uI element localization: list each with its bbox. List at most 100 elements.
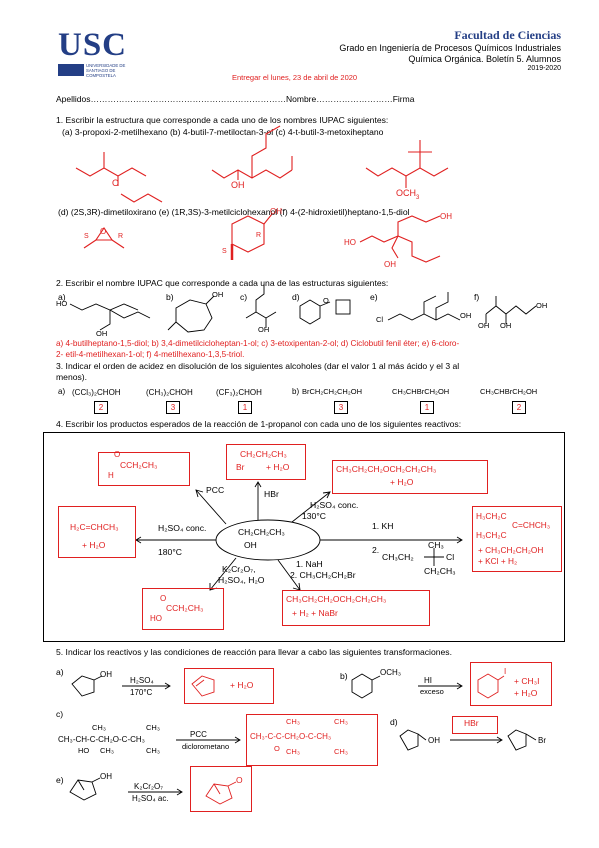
q5a-label: a) xyxy=(56,667,64,677)
q3a-item-3: (CF₃)₂CHOH xyxy=(216,388,262,397)
arrow-kh-head xyxy=(456,536,463,544)
struct-d-me2 xyxy=(111,239,125,249)
q3a-answer-1[interactable]: 2 xyxy=(94,401,108,414)
temp-130: 130°C xyxy=(302,511,326,521)
q5c-right-ch3-bot: CH₃ xyxy=(286,747,300,756)
struct-e-s: S xyxy=(222,248,227,255)
q5d-arrow-head xyxy=(496,736,503,744)
reagent-h2so4-130: H₂SO₄ conc. xyxy=(310,500,359,510)
struct-b-butyl xyxy=(251,125,281,178)
q5c-right-o: O xyxy=(274,744,280,753)
q2b-oh xyxy=(205,295,215,305)
q3a-answer-2[interactable]: 3 xyxy=(166,401,180,414)
product-elim-d: + CH₃CH₂CH₂OH xyxy=(478,545,544,555)
q5b-excess: exceso xyxy=(420,687,444,696)
struct-f-oh1: OH xyxy=(440,212,452,221)
tcl-left: CH₃CH₂ xyxy=(382,552,414,562)
product-alkene-box xyxy=(58,506,136,558)
q2f-oh2-label: OH xyxy=(500,321,512,330)
q2-label-e: e) xyxy=(370,292,378,302)
q3b-item-1: BrCH₂CH₂CH₂OH xyxy=(302,387,362,396)
q5c-right-ch3-top: CH₃ xyxy=(286,717,300,726)
center-reagent-oh: OH xyxy=(244,540,257,550)
q5a-double xyxy=(195,679,205,687)
q5e-product-o: O xyxy=(236,775,243,785)
q4-frame xyxy=(43,432,565,642)
q5c-reagent: PCC xyxy=(190,730,207,739)
logo-bar xyxy=(58,64,84,76)
q2-title: 2. Escribir el nombre IUPAC que correspo… xyxy=(56,278,389,288)
q5d-reagent: HBr xyxy=(464,718,479,728)
product-alkene-h2o: + H₂O xyxy=(82,540,106,550)
q3b-answer-3[interactable]: 2 xyxy=(512,401,526,414)
product-alkene: H₂C=CHCH₃ xyxy=(70,522,119,532)
q2e-ethyl xyxy=(435,292,449,320)
q3b-answer-2[interactable]: 1 xyxy=(420,401,434,414)
product-bromide-box xyxy=(226,444,306,480)
q5a-temp: 170°C xyxy=(130,688,153,697)
course-name: Química Orgánica. Boletín 5. Alumnos xyxy=(408,54,561,64)
deadline: Entregar el lunes, 23 de abril de 2020 xyxy=(232,73,358,82)
reagent-h2so4-h2o: H₂SO₄, H₂O xyxy=(218,575,265,585)
reagent-2: 2. xyxy=(372,545,380,555)
product-acid-ho: HO xyxy=(150,614,162,623)
faculty-title: Facultad de Ciencias xyxy=(454,28,561,42)
temp-180: 180°C xyxy=(158,547,182,557)
struct-c-och3: OCH3 xyxy=(396,188,420,201)
struct-d-me1 xyxy=(83,239,97,249)
q5b-product-2: + H₂O xyxy=(514,688,538,698)
arrow-pcc-head xyxy=(195,489,204,498)
product-ether-box xyxy=(332,460,488,494)
q2-answer-2: 2- etil-4-metilhexan-1-ol; f) 4-metilhex… xyxy=(56,350,245,359)
q5b-reagent: HI xyxy=(424,676,432,685)
q5b-answer-box xyxy=(470,662,552,706)
arrow-hbr-head xyxy=(254,481,262,488)
q2-label-a: a) xyxy=(58,292,66,302)
arrow-ether xyxy=(291,491,331,523)
q5b-label: b) xyxy=(340,671,348,681)
struct-a-propyl xyxy=(120,193,163,203)
q2f-oh3-label: OH xyxy=(536,301,548,310)
logo-subtitle: UNIVERSIDADE DE SANTIAGO DE COMPOSTELA xyxy=(86,63,126,78)
q5c-arrow-head xyxy=(234,736,241,744)
q2a-oh-label: OH xyxy=(96,329,108,338)
q5e-co xyxy=(227,781,237,787)
product-elim-a: H₃CH₂C xyxy=(476,511,507,521)
q5c-right-ch3-bot2: CH₃ xyxy=(334,747,348,756)
q5c-left-ch3-bot: CH₃ xyxy=(100,746,114,755)
q3b-answer-1[interactable]: 3 xyxy=(334,401,348,414)
product-bromide-br: Br xyxy=(236,462,245,472)
q5c-left-ch3-top2: CH₃ xyxy=(146,723,160,732)
q5d-br: Br xyxy=(538,736,546,745)
q5e-bridge xyxy=(77,779,85,791)
q5a-cyclopentane xyxy=(71,675,95,697)
q2a-chain xyxy=(69,303,139,311)
q2e-cl-label: Cl xyxy=(376,315,384,324)
q5c-label: c) xyxy=(56,709,64,719)
q2-label-c: c) xyxy=(240,292,248,302)
q3a-item-1: (CCl₃)₂CHOH xyxy=(72,388,121,397)
q5c-answer-box xyxy=(246,714,378,766)
q3a-answer-3[interactable]: 1 xyxy=(238,401,252,414)
q2b-me xyxy=(167,321,177,331)
product-acid-box xyxy=(142,588,224,630)
q2b-ring xyxy=(175,299,213,333)
q5d-product-ring xyxy=(507,729,527,751)
logo-text: USC xyxy=(58,27,128,63)
usc-logo: USC UNIVERSIDADE DE SANTIAGO DE COMPOSTE… xyxy=(58,28,126,78)
q2e-oh-label: OH xyxy=(460,311,472,320)
arrow-pcc xyxy=(195,489,227,525)
q1-row1: (a) 3-propoxi-2-metilhexano (b) 4-butil-… xyxy=(62,127,384,137)
q2-label-f: f) xyxy=(474,292,480,302)
degree-name: Grado en Ingeniería de Procesos Químicos… xyxy=(339,43,561,53)
q5a-product: + H₂O xyxy=(230,680,254,690)
reagent-kh: 1. KH xyxy=(372,521,394,531)
product-aldehyde-h: H xyxy=(108,471,114,480)
q5e-product-bridge xyxy=(213,783,221,795)
center-reagent: CH₂CH₂CH₃ xyxy=(238,527,285,537)
q5e-norbornane xyxy=(69,779,97,801)
q2b-oh-label: OH xyxy=(212,290,224,299)
q2d-o xyxy=(319,301,331,307)
q2a-butyl xyxy=(109,309,151,319)
